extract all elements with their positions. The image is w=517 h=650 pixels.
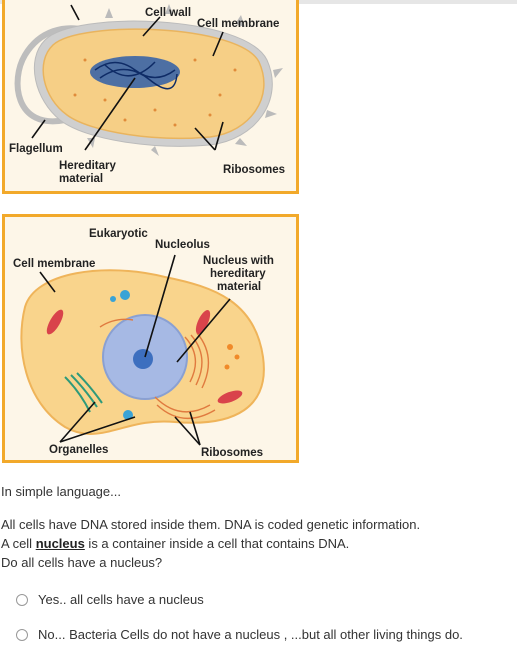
option-no[interactable]: No... Bacteria Cells do not have a nucle… <box>16 627 463 642</box>
line2-prefix: A cell <box>1 536 36 551</box>
label-nucleolus: Nucleolus <box>155 239 210 251</box>
line2-suffix: is a container inside a cell that contai… <box>84 536 350 551</box>
option-yes[interactable]: Yes.. all cells have a nucleus <box>16 592 204 607</box>
label-hereditary-1: Hereditary <box>59 160 116 172</box>
question-intro: In simple language... <box>1 484 121 499</box>
radio-button[interactable] <box>16 628 28 641</box>
option-label: No... Bacteria Cells do not have a nucle… <box>38 627 463 642</box>
label-cell-membrane: Cell membrane <box>13 258 95 270</box>
radio-button[interactable] <box>16 593 28 606</box>
question-line-3: Do all cells have a nucleus? <box>1 555 163 570</box>
label-eukaryotic: Eukaryotic <box>89 228 148 240</box>
question-line-1: All cells have DNA stored inside them. D… <box>1 517 421 532</box>
prokaryote-diagram: Cell wall Cell membrane Flagellum Heredi… <box>2 0 299 194</box>
label-flagellum: Flagellum <box>9 143 63 155</box>
label-cell-membrane: Cell membrane <box>197 18 279 30</box>
label-nucleus-3: material <box>217 281 261 293</box>
eukaryote-diagram: Eukaryotic Nucleolus Cell membrane Nucle… <box>2 214 299 463</box>
label-nucleus-1: Nucleus with <box>203 255 274 267</box>
label-hereditary-2: material <box>59 173 103 185</box>
label-ribosomes: Ribosomes <box>201 447 263 459</box>
label-organelles: Organelles <box>49 444 108 456</box>
label-ribosomes: Ribosomes <box>223 164 285 176</box>
label-cell-wall: Cell wall <box>145 7 191 19</box>
option-label: Yes.. all cells have a nucleus <box>38 592 204 607</box>
nucleus-term: nucleus <box>35 536 85 551</box>
question-line-2: A cell nucleus is a container inside a c… <box>1 534 349 553</box>
label-nucleus-2: hereditary <box>210 268 266 280</box>
